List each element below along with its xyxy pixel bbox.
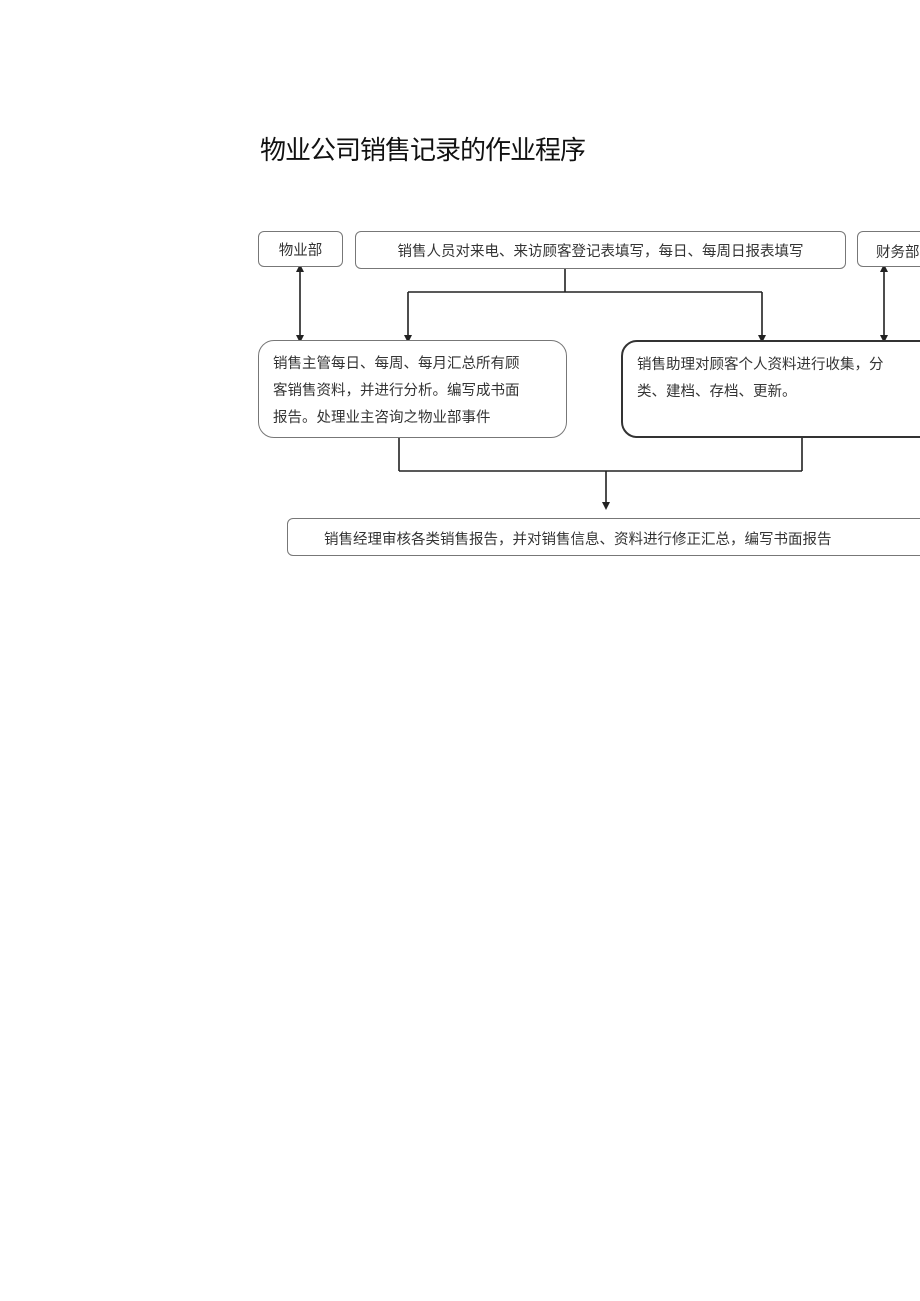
- node-property-dept: 物业部: [258, 231, 343, 267]
- node-line: 类、建档、存档、更新。: [637, 384, 797, 400]
- node-line: 报告。处理业主咨询之物业部事件: [273, 410, 491, 426]
- node-sales-supervisor: 销售主管每日、每周、每月汇总所有顾 客销售资料，并进行分析。编写成书面 报告。处…: [258, 340, 567, 438]
- node-sales-assistant: 销售助理对顾客个人资料进行收集，分 类、建档、存档、更新。: [621, 340, 920, 438]
- node-finance-dept: 财务部: [857, 231, 920, 267]
- node-line: 客销售资料，并进行分析。编写成书面: [273, 383, 520, 399]
- node-line: 销售主管每日、每周、每月汇总所有顾: [273, 356, 520, 372]
- node-label: 物业部: [278, 242, 323, 259]
- node-label: 销售经理审核各类销售报告，并对销售信息、资料进行修正汇总，编写书面报告: [324, 532, 832, 548]
- node-label: 销售人员对来电、来访顾客登记表填写，每日、每周日报表填写: [397, 243, 804, 260]
- node-label: 财务部: [876, 245, 920, 261]
- node-sales-staff: 销售人员对来电、来访顾客登记表填写，每日、每周日报表填写: [355, 231, 846, 269]
- node-line: 销售助理对顾客个人资料进行收集，分: [637, 357, 884, 373]
- page-title: 物业公司销售记录的作业程序: [260, 136, 586, 166]
- node-sales-manager: 销售经理审核各类销售报告，并对销售信息、资料进行修正汇总，编写书面报告: [287, 518, 920, 556]
